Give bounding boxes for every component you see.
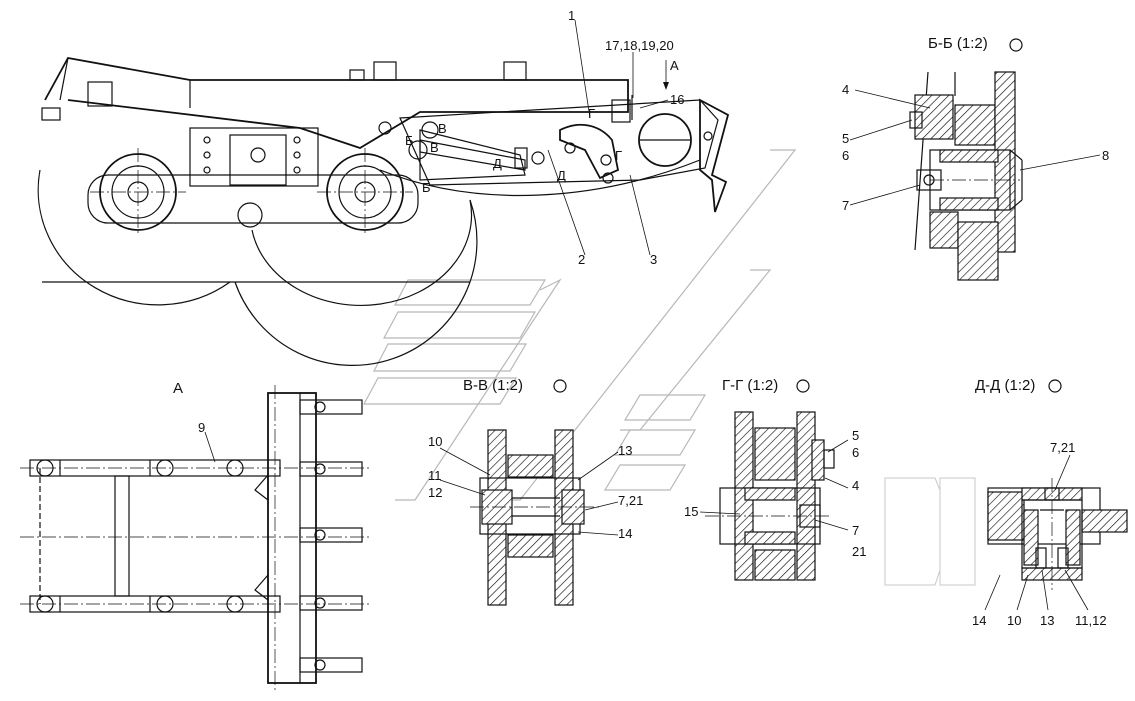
vv-label-7-21: 7,21 <box>618 493 643 508</box>
section-g-top: Г <box>588 106 595 121</box>
view-gg-title: Г-Г (1:2) <box>722 377 778 394</box>
gg-label-15: 15 <box>684 504 698 519</box>
arrow-a-label: А <box>670 58 679 73</box>
label-2: 2 <box>578 252 585 267</box>
gg-label-5: 5 <box>852 428 859 443</box>
section-v-top: В <box>438 121 447 136</box>
gg-label-4: 4 <box>852 478 859 493</box>
main-side-view <box>37 56 730 367</box>
bb-label-8: 8 <box>1102 148 1109 163</box>
view-bb-title: Б-Б (1:2) <box>928 35 988 52</box>
section-b-top: Б <box>405 133 414 148</box>
view-dd: Д-Д (1:2) 7,21 14 10 13 11,12 <box>884 377 1128 628</box>
view-a-title: А <box>173 380 183 397</box>
view-a: А 9 <box>20 380 370 690</box>
dd-label-10: 10 <box>1007 613 1021 628</box>
label-3: 3 <box>650 252 657 267</box>
vv-label-13: 13 <box>618 443 632 458</box>
dd-label-13: 13 <box>1040 613 1054 628</box>
bb-label-7: 7 <box>842 198 849 213</box>
vv-label-14: 14 <box>618 526 632 541</box>
dd-label-14: 14 <box>972 613 986 628</box>
label-17-20: 17,18,19,20 <box>605 38 674 53</box>
vv-label-11: 11 <box>428 468 442 483</box>
view-dd-title: Д-Д (1:2) <box>975 377 1035 394</box>
a-label-9: 9 <box>198 420 205 435</box>
section-d-right: Д <box>557 168 566 183</box>
view-vv: В-В (1:2) 10 11 12 13 7,21 14 <box>428 377 643 606</box>
gg-label-6: 6 <box>852 445 859 460</box>
gg-label-7: 7 <box>852 523 859 538</box>
gg-label-21: 21 <box>852 544 866 559</box>
bb-label-4: 4 <box>842 82 849 97</box>
section-g-bottom: Г <box>615 148 622 163</box>
label-1: 1 <box>568 8 575 23</box>
view-vv-title: В-В (1:2) <box>463 377 523 394</box>
main-labels: 1 2 3 16 17,18,19,20 А Б Б В В Г Г Д Д <box>405 8 684 267</box>
section-b-bottom: Б <box>422 180 431 195</box>
rotate-icon <box>1048 379 1062 393</box>
dd-label-11-12: 11,12 <box>1075 613 1107 628</box>
vv-label-10: 10 <box>428 434 442 449</box>
rotate-icon <box>796 379 810 393</box>
view-bb: Б-Б (1:2) 4 5 6 7 8 <box>842 35 1109 281</box>
label-16: 16 <box>670 92 684 107</box>
dd-label-7-21: 7,21 <box>1050 440 1075 455</box>
section-d-left: Д <box>493 156 502 171</box>
section-v-bottom: В <box>430 140 439 155</box>
rotate-icon <box>1009 38 1023 52</box>
bb-label-6: 6 <box>842 148 849 163</box>
view-gg: Г-Г (1:2) 5 6 4 15 7 21 <box>684 377 866 581</box>
rotate-icon <box>553 379 567 393</box>
vv-label-12: 12 <box>428 485 442 500</box>
bb-label-5: 5 <box>842 131 849 146</box>
